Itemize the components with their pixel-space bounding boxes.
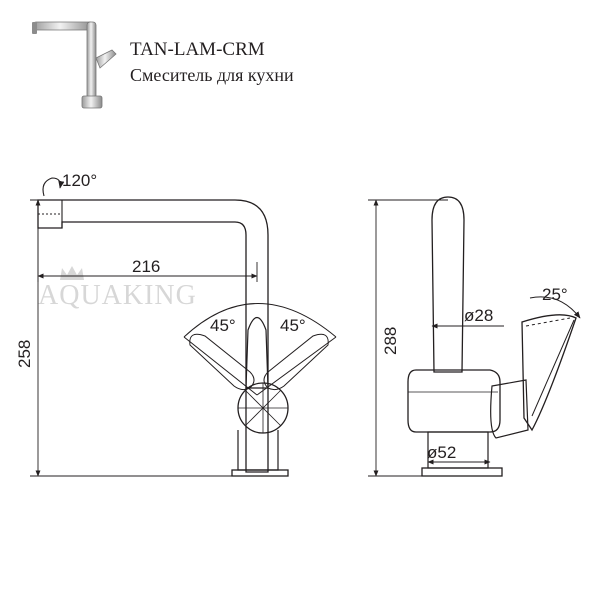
product-subtitle: Смеситель для кухни: [130, 65, 294, 85]
body-diameter-label: ø28: [464, 306, 493, 325]
handle-tilt-label: 25°: [542, 285, 568, 304]
watermark-text: AQUAKING: [38, 280, 197, 311]
model-title: TAN-LAM-CRM: [130, 39, 265, 60]
handle-angle-left-label: 45°: [210, 316, 236, 335]
rotation-angle-label: 120°: [62, 171, 97, 190]
watermark: AQUAKING: [38, 266, 197, 311]
spout-reach-label: 216: [132, 257, 160, 276]
product-thumbnail: [32, 21, 117, 109]
height-label: 258: [15, 340, 34, 368]
crown-icon: [60, 266, 84, 280]
side-view: 288 25° ø28 ø52: [368, 196, 581, 477]
front-view: 120° 216 45° 45° 258: [15, 171, 337, 477]
side-height-label: 288: [381, 327, 400, 355]
handle-angle-right-label: 45°: [280, 316, 306, 335]
base-diameter-label: ø52: [427, 443, 456, 462]
